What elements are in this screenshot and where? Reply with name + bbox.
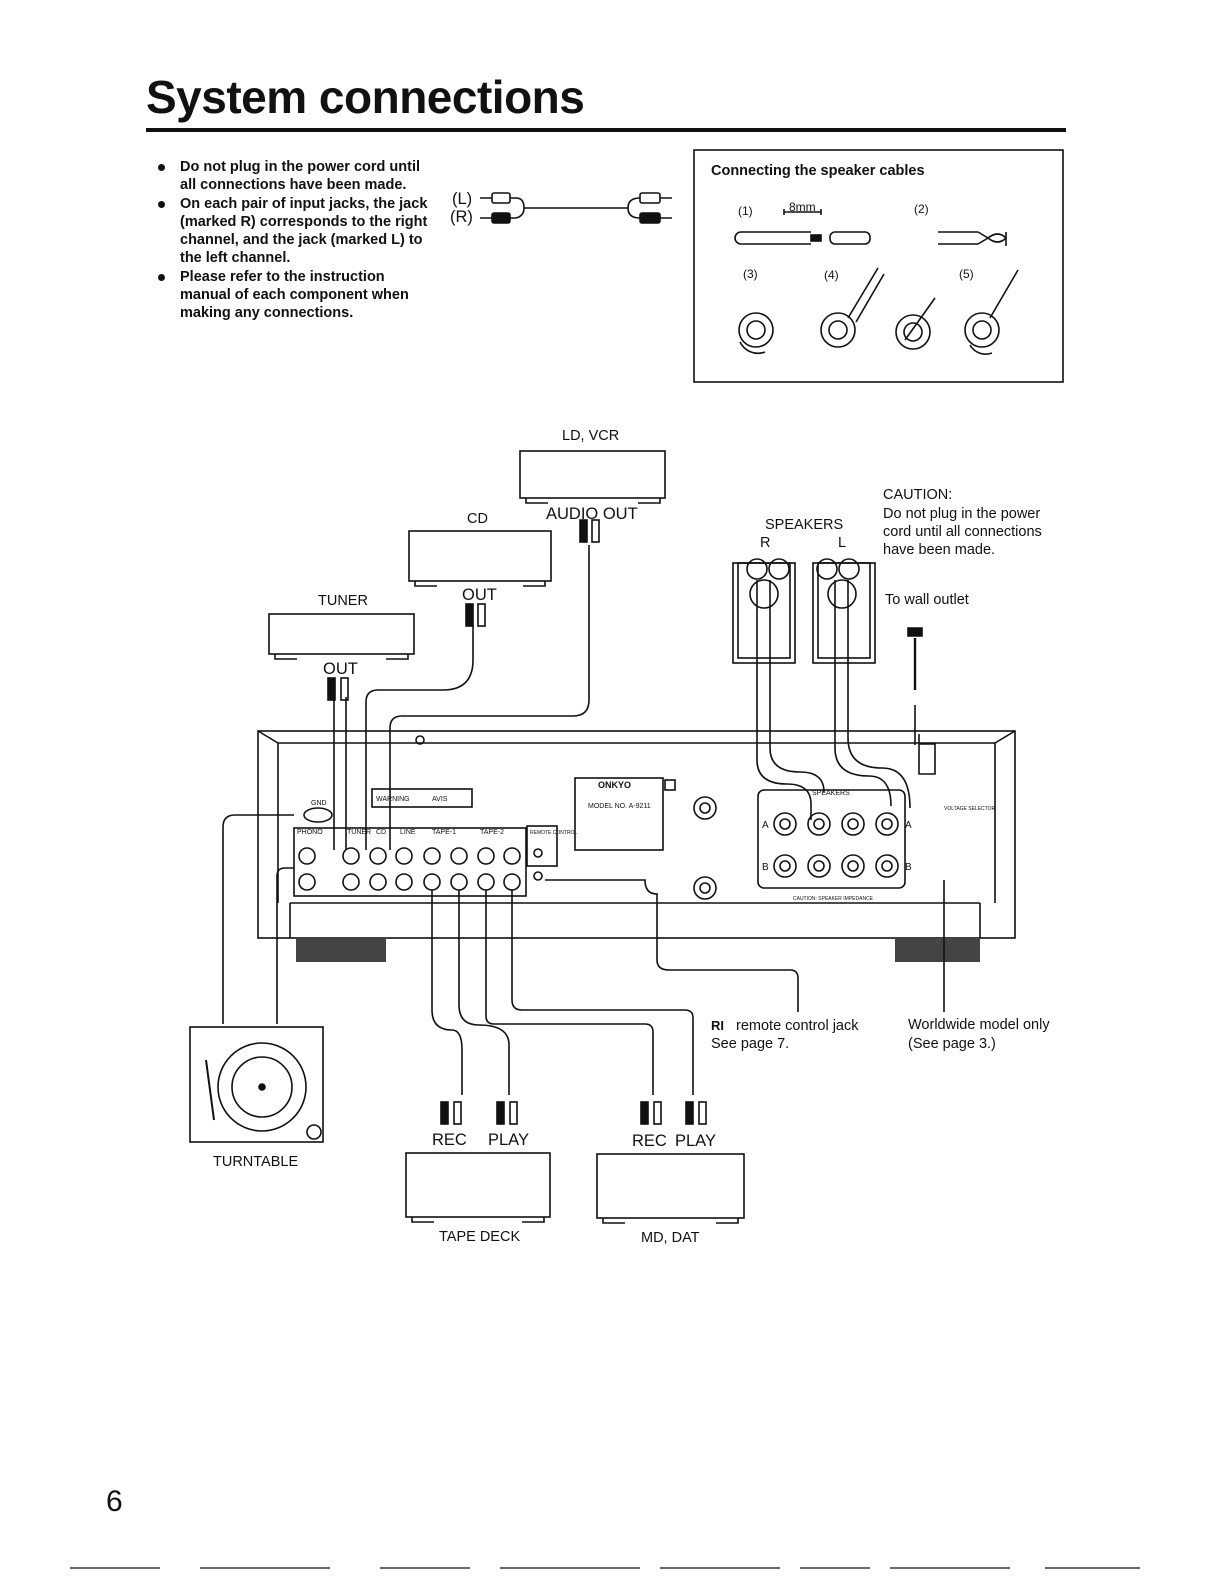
rca-plugs xyxy=(327,519,707,1125)
rca-cable-illustration xyxy=(480,192,672,224)
panel-model: MODEL NO. A-9211 xyxy=(588,803,651,810)
caution-line: cord until all connections xyxy=(883,524,1042,540)
md-play-label: PLAY xyxy=(675,1132,716,1150)
speaker-terminal-illustrations xyxy=(738,267,1019,355)
panel-b: B xyxy=(762,862,769,873)
note-item: On each pair of input jacks, the jack (m… xyxy=(158,195,438,268)
tuner-label: TUNER xyxy=(318,593,368,609)
panel-impedance: CAUTION: SPEAKER IMPEDANCE xyxy=(793,896,874,902)
audio-out-label: AUDIO OUT xyxy=(546,505,638,523)
md-dat-label: MD, DAT xyxy=(641,1230,700,1246)
tape-rec-label: REC xyxy=(432,1131,467,1149)
speaker-wire-l xyxy=(834,580,892,807)
worldwide-label: Worldwide model only xyxy=(908,1017,1050,1033)
wire-strip-illustration xyxy=(734,209,1008,246)
panel-gnd: GND xyxy=(311,800,327,807)
md-dat-unit xyxy=(596,1153,745,1219)
page-title: System connections xyxy=(146,71,585,123)
ld-vcr-cable xyxy=(389,545,590,850)
step-label: (5) xyxy=(959,267,974,281)
ld-vcr-unit xyxy=(519,450,666,499)
title-rule xyxy=(146,128,1066,132)
step-label: (4) xyxy=(824,268,839,282)
tuner-unit xyxy=(268,613,415,655)
strip-length-label: 8mm xyxy=(789,200,816,214)
ground-wire xyxy=(222,814,294,1024)
turntable-unit xyxy=(189,1026,324,1143)
cd-out-label: OUT xyxy=(462,586,497,604)
remote-cable xyxy=(545,879,799,1012)
worldwide-see-page: (See page 3.) xyxy=(908,1036,996,1052)
speaker-wire-l2 xyxy=(847,580,911,809)
amplifier-back-panel xyxy=(257,730,1016,962)
wall-outlet-label: To wall outlet xyxy=(885,592,969,608)
speaker-cables-box xyxy=(693,149,1064,383)
speakers-label: SPEAKERS xyxy=(765,517,844,533)
panel-cd: CD xyxy=(376,829,386,836)
tape-deck-label: TAPE DECK xyxy=(439,1229,521,1245)
step-label: (2) xyxy=(914,202,929,216)
cable-left-label: (L) xyxy=(452,190,473,208)
caution-heading: CAUTION: xyxy=(883,487,953,503)
turntable-label: TURNTABLE xyxy=(213,1154,299,1170)
speaker-units xyxy=(732,558,876,664)
panel-speakers: SPEAKERS xyxy=(812,790,850,797)
step-label: (1) xyxy=(738,204,753,218)
panel-tuner: TUNER xyxy=(347,829,371,836)
notes-list: Do not plug in the power cord until all … xyxy=(158,158,438,323)
panel-b: B xyxy=(905,862,912,873)
step-label: (3) xyxy=(743,267,758,281)
tape-play-cable xyxy=(458,890,510,1095)
speaker-r-label: R xyxy=(760,535,771,551)
remote-see-page: See page 7. xyxy=(711,1036,790,1052)
panel-remote: REMOTE CONTROL xyxy=(530,830,577,836)
cd-cable xyxy=(365,625,474,850)
panel-tape1: TAPE-1 xyxy=(432,829,456,836)
note-item: Please refer to the instruction manual o… xyxy=(158,268,438,323)
cable-right-label: (R) xyxy=(450,208,473,226)
tape-play-label: PLAY xyxy=(488,1131,529,1149)
speaker-l-label: L xyxy=(838,535,847,551)
tuner-cable xyxy=(333,697,347,850)
panel-tape2: TAPE-2 xyxy=(480,829,504,836)
panel-line: LINE xyxy=(400,829,416,836)
panel-phono: PHONO xyxy=(297,829,323,836)
panel-a: A xyxy=(762,820,769,831)
tape-rec-cable xyxy=(431,890,463,1095)
md-rec-cable xyxy=(485,890,654,1095)
ld-vcr-label: LD, VCR xyxy=(562,428,620,444)
phono-cable xyxy=(276,867,294,1024)
caution-line: have been made. xyxy=(883,542,996,558)
note-item: Do not plug in the power cord until all … xyxy=(158,158,438,195)
panel-voltage: VOLTAGE SELECTOR xyxy=(944,806,996,812)
md-rec-label: REC xyxy=(632,1132,667,1150)
tuner-out-label: OUT xyxy=(323,660,358,678)
md-play-cable xyxy=(511,890,694,1095)
speaker-wire-r2 xyxy=(769,580,825,793)
panel-a: A xyxy=(905,820,912,831)
cd-label: CD xyxy=(467,511,488,527)
remote-text: remote control jack xyxy=(736,1018,859,1034)
panel-warning: WARNING xyxy=(376,796,410,803)
remote-symbol: RI xyxy=(711,1018,724,1033)
panel-avis: AVIS xyxy=(432,796,448,803)
panel-brand: ONKYO xyxy=(598,780,631,790)
speaker-box-title: Connecting the speaker cables xyxy=(711,163,925,179)
cd-unit xyxy=(408,530,552,582)
page-number: 6 xyxy=(106,1485,123,1518)
speaker-wire-r xyxy=(756,580,812,820)
tape-deck-unit xyxy=(405,1152,551,1218)
caution-line: Do not plug in the power xyxy=(883,506,1041,522)
